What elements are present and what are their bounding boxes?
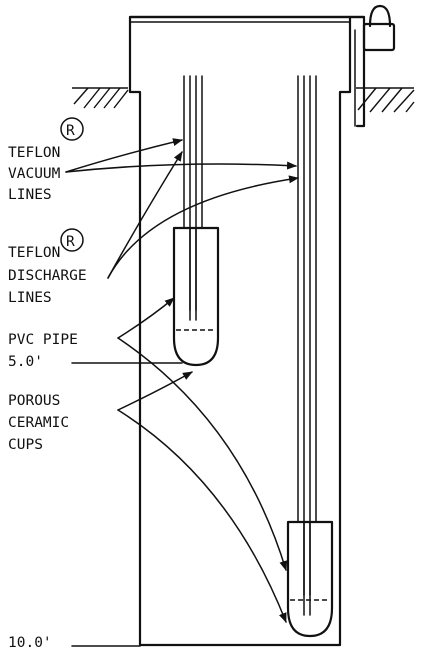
svg-text:TEFLON: TEFLON — [8, 145, 60, 161]
label-line: DISCHARGE — [8, 268, 87, 284]
registered-mark: R — [66, 123, 75, 139]
ground-hatching-left — [72, 87, 129, 109]
depth-10-label: 10.0' — [8, 635, 52, 651]
label-porous-cups: POROUS CERAMIC CUPS — [8, 393, 69, 453]
label-line: CUPS — [8, 437, 43, 453]
short-ceramic-cup — [172, 226, 220, 367]
label-discharge-lines: TEFLON DISCHARGE LINES — [8, 245, 87, 306]
label-pvc-pipe: PVC PIPE 5.0' — [8, 332, 78, 370]
padlock-icon — [362, 4, 396, 52]
registered-mark-discharge: R — [60, 228, 84, 252]
label-line: VACUUM — [8, 166, 61, 182]
long-ceramic-cup — [286, 520, 334, 638]
well-casing — [128, 15, 366, 647]
long-sampler-lines — [297, 75, 317, 596]
depth-5-label: 5.0' — [8, 354, 43, 370]
label-line: LINES — [8, 290, 52, 306]
label-line: LINES — [8, 187, 52, 203]
registered-mark: R — [66, 234, 75, 250]
label-vacuum-lines: TEFLON VACUUM LINES — [8, 145, 61, 203]
ground-hatching-right — [356, 87, 415, 113]
label-line: TEFLON — [8, 145, 60, 161]
registered-mark-vacuum: R — [60, 117, 84, 141]
leader-arrows — [65, 138, 299, 647]
label-line: PVC PIPE — [8, 332, 78, 348]
label-line: CERAMIC — [8, 415, 69, 431]
label-line: TEFLON — [8, 245, 60, 261]
label-line: POROUS — [8, 393, 60, 409]
short-sampler-lines — [183, 75, 203, 311]
